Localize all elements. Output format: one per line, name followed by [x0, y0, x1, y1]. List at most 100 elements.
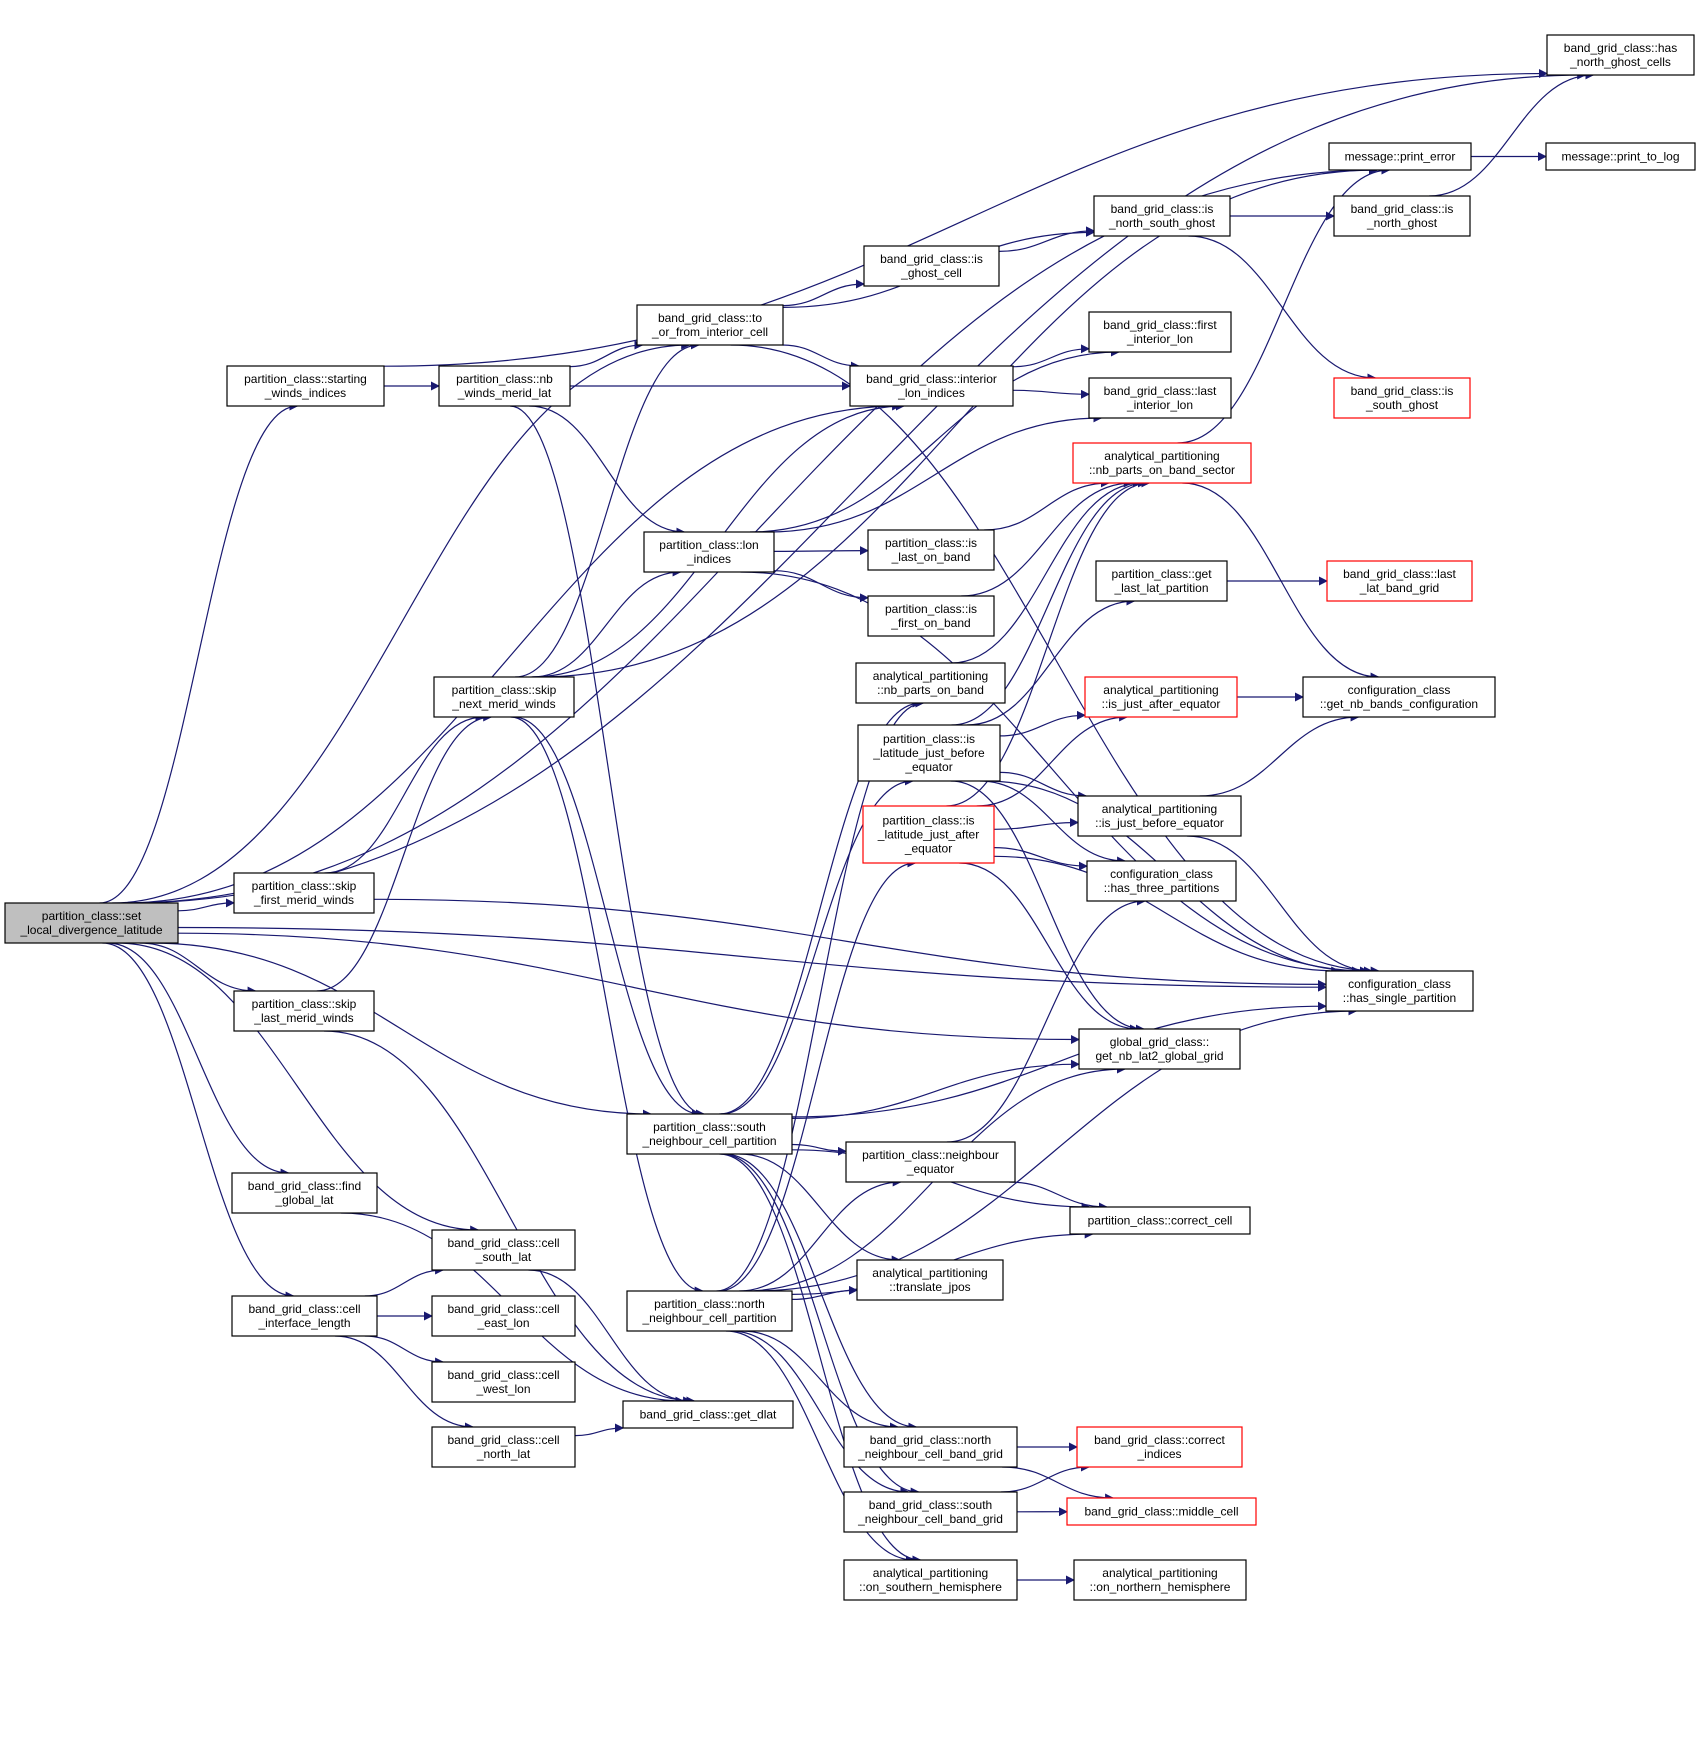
node-is_north_south_ghost[interactable]: band_grid_class::is_north_south_ghost: [1093, 195, 1231, 237]
node-label: _winds_merid_lat: [457, 386, 552, 400]
node-label: analytical_partitioning: [1102, 1566, 1217, 1580]
node-label: _next_merid_winds: [451, 697, 555, 711]
node-has_single_partition[interactable]: configuration_class::has_single_partitio…: [1325, 970, 1474, 1012]
node-get_last_lat_partition[interactable]: partition_class::get_last_lat_partition: [1095, 560, 1228, 602]
node-cell_north_lat[interactable]: band_grid_class::cell_north_lat: [431, 1426, 576, 1468]
node-is_just_before_equator[interactable]: analytical_partitioning::is_just_before_…: [1077, 795, 1242, 837]
node-box: [233, 990, 375, 1032]
node-print_error[interactable]: message::print_error: [1328, 142, 1472, 171]
node-middle_cell[interactable]: band_grid_class::middle_cell: [1066, 1497, 1257, 1526]
node-find_global_lat[interactable]: band_grid_class::find_global_lat: [231, 1172, 378, 1214]
node-label: ::has_single_partition: [1343, 991, 1456, 1005]
node-to_or_from_interior_cell[interactable]: band_grid_class::to_or_from_interior_cel…: [636, 304, 784, 346]
edge-north_neighbour_cell_band_grid-to-middle_cell: [1002, 1466, 1115, 1503]
node-south_neighbour_cell_band_grid[interactable]: band_grid_class::south_neighbour_cell_ba…: [843, 1491, 1018, 1533]
node-box: [867, 595, 995, 637]
edge-skip_next_merid_winds-to-to_or_from_interior_cell: [515, 340, 700, 678]
node-print_to_log[interactable]: message::print_to_log: [1545, 142, 1696, 171]
node-lon_indices[interactable]: partition_class::lon_indices: [643, 531, 775, 573]
node-correct_cell[interactable]: partition_class::correct_cell: [1069, 1206, 1251, 1235]
node-nb_winds_merid_lat[interactable]: partition_class::nb_winds_merid_lat: [438, 365, 571, 407]
node-box: [433, 676, 575, 718]
node-box: [1095, 560, 1228, 602]
node-box: [1076, 1426, 1243, 1468]
node-root[interactable]: partition_class::set_local_divergence_la…: [4, 902, 179, 944]
node-label: _local_divergence_latitude: [19, 923, 162, 937]
node-label: partition_class::is: [882, 814, 974, 828]
node-has_three_partitions[interactable]: configuration_class::has_three_partition…: [1086, 860, 1237, 902]
edge-root-to-south_neighbour_cell_partition: [150, 942, 652, 1119]
node-label: ::is_just_before_equator: [1095, 816, 1224, 830]
node-south_neighbour_cell_partition[interactable]: partition_class::south_neighbour_cell_pa…: [626, 1113, 793, 1155]
node-label: message::print_to_log: [1561, 150, 1679, 164]
node-box: [431, 1426, 576, 1468]
edge-interior_lon_indices-to-last_interior_lon: [1012, 389, 1090, 399]
node-first_interior_lon[interactable]: band_grid_class::first_interior_lon: [1088, 311, 1232, 353]
node-cell_south_lat[interactable]: band_grid_class::cell_south_lat: [431, 1229, 576, 1271]
node-skip_last_merid_winds[interactable]: partition_class::skip_last_merid_winds: [233, 990, 375, 1032]
node-label: _winds_indices: [264, 386, 346, 400]
node-box: [1066, 1497, 1257, 1526]
node-is_latitude_just_before_equator[interactable]: partition_class::is_latitude_just_before…: [857, 724, 1001, 782]
node-box: [845, 1141, 1016, 1183]
node-skip_first_merid_winds[interactable]: partition_class::skip_first_merid_winds: [233, 872, 375, 914]
edge-south_neighbour_cell_partition-to-south_neighbour_cell_band_grid: [721, 1153, 920, 1497]
node-is_first_on_band[interactable]: partition_class::is_first_on_band: [867, 595, 995, 637]
node-has_north_ghost_cells[interactable]: band_grid_class::has_north_ghost_cells: [1546, 34, 1695, 76]
node-north_neighbour_cell_partition[interactable]: partition_class::north_neighbour_cell_pa…: [626, 1290, 793, 1332]
edge-south_neighbour_cell_partition-to-on_southern_hemisphere: [719, 1153, 922, 1565]
node-box: [431, 1361, 576, 1403]
edge-cell_north_lat-to-get_dlat: [574, 1423, 624, 1437]
node-label: _north_lat: [476, 1447, 531, 1461]
node-skip_next_merid_winds[interactable]: partition_class::skip_next_merid_winds: [433, 676, 575, 718]
node-cell_west_lon[interactable]: band_grid_class::cell_west_lon: [431, 1361, 576, 1403]
node-cell_interface_length[interactable]: band_grid_class::cell_interface_length: [231, 1295, 378, 1337]
node-label: band_grid_class::cell: [447, 1236, 559, 1250]
node-label: analytical_partitioning: [1104, 449, 1219, 463]
node-is_ghost_cell[interactable]: band_grid_class::is_ghost_cell: [863, 245, 1000, 287]
node-label: _neighbour_cell_partition: [641, 1134, 776, 1148]
node-nb_parts_on_band[interactable]: analytical_partitioning::nb_parts_on_ban…: [855, 662, 1006, 704]
node-box: [857, 724, 1001, 782]
edge-is_latitude_just_before_equator-to-nb_parts_on_band_sector: [951, 478, 1147, 726]
node-is_last_on_band[interactable]: partition_class::is_last_on_band: [867, 529, 995, 571]
node-label: _east_lon: [476, 1316, 529, 1330]
node-box: [643, 531, 775, 573]
node-label: _equator: [904, 842, 952, 856]
node-box: [636, 304, 784, 346]
node-label: _neighbour_cell_partition: [641, 1311, 776, 1325]
node-label: band_grid_class::last: [1343, 567, 1456, 581]
node-label: ::translate_jpos: [889, 1280, 970, 1294]
node-is_just_after_equator[interactable]: analytical_partitioning::is_just_after_e…: [1084, 676, 1238, 718]
node-on_northern_hemisphere[interactable]: analytical_partitioning::on_northern_hem…: [1073, 1559, 1247, 1601]
node-label: get_nb_lat2_global_grid: [1095, 1049, 1223, 1063]
node-get_dlat[interactable]: band_grid_class::get_dlat: [622, 1400, 794, 1429]
edge-is_latitude_just_before_equator-to-is_just_after_equator: [999, 710, 1086, 737]
node-nb_parts_on_band_sector[interactable]: analytical_partitioning::nb_parts_on_ban…: [1072, 442, 1252, 484]
edge-lon_indices-to-last_interior_lon: [767, 413, 1103, 533]
node-label: band_grid_class::first: [1103, 318, 1217, 332]
node-correct_indices[interactable]: band_grid_class::correct_indices: [1076, 1426, 1243, 1468]
node-box: [1086, 860, 1237, 902]
node-is_south_ghost[interactable]: band_grid_class::is_south_ghost: [1333, 377, 1471, 419]
edge-to_or_from_interior_cell-to-interior_lon_indices: [782, 344, 860, 371]
node-last_interior_lon[interactable]: band_grid_class::last_interior_lon: [1088, 377, 1232, 419]
node-starting_winds_indices[interactable]: partition_class::starting_winds_indices: [226, 365, 385, 407]
node-get_nb_lat2_global_grid[interactable]: global_grid_class::get_nb_lat2_global_gr…: [1078, 1028, 1241, 1070]
edge-skip_first_merid_winds-to-has_single_partition: [373, 898, 1327, 989]
node-label: band_grid_class::cell: [447, 1433, 559, 1447]
node-is_latitude_just_after_equator[interactable]: partition_class::is_latitude_just_after_…: [862, 805, 995, 864]
node-get_nb_bands_configuration[interactable]: configuration_class::get_nb_bands_config…: [1302, 676, 1496, 718]
node-north_neighbour_cell_band_grid[interactable]: band_grid_class::north_neighbour_cell_ba…: [843, 1426, 1018, 1468]
node-cell_east_lon[interactable]: band_grid_class::cell_east_lon: [431, 1295, 576, 1337]
node-interior_lon_indices[interactable]: band_grid_class::interior_lon_indices: [849, 365, 1014, 407]
node-box: [843, 1426, 1018, 1468]
node-translate_jpos[interactable]: analytical_partitioning::translate_jpos: [856, 1259, 1004, 1301]
node-is_north_ghost[interactable]: band_grid_class::is_north_ghost: [1333, 195, 1471, 237]
node-last_lat_band_grid[interactable]: band_grid_class::last_lat_band_grid: [1326, 560, 1473, 602]
node-label: _ghost_cell: [900, 266, 962, 280]
node-on_southern_hemisphere[interactable]: analytical_partitioning::on_southern_hem…: [843, 1559, 1018, 1601]
node-label: _north_south_ghost: [1108, 216, 1216, 230]
edge-is_latitude_just_before_equator-to-has_three_partitions: [979, 780, 1127, 866]
node-neighbour_equator[interactable]: partition_class::neighbour_equator: [845, 1141, 1016, 1183]
